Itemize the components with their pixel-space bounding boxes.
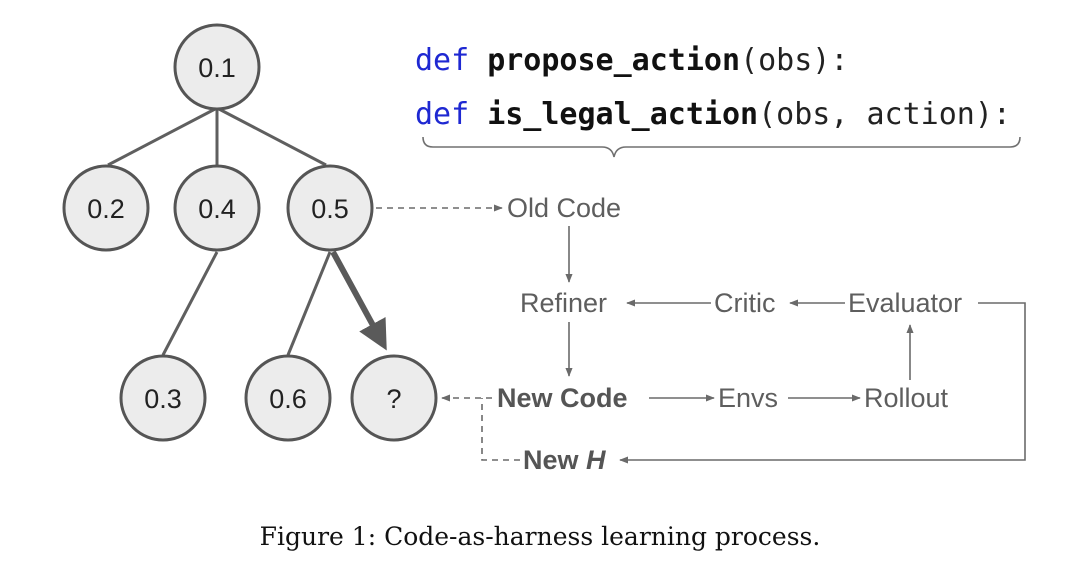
code-args: (obs): xyxy=(740,43,848,78)
label-old-code: Old Code xyxy=(507,193,621,223)
label-new-h-variable: H xyxy=(586,445,606,475)
node-label: 0.4 xyxy=(198,194,236,224)
node-label: 0.3 xyxy=(144,384,182,414)
code-underbrace xyxy=(422,136,1021,158)
label-new-h: New H xyxy=(523,445,606,475)
node-label: 0.6 xyxy=(269,384,307,414)
code-line-is-legal-action: def is_legal_action(obs, action): xyxy=(415,97,1011,132)
edge-root-left xyxy=(107,106,218,167)
tree-node-left: 0.2 xyxy=(62,164,150,252)
tree-node-right: 0.5 xyxy=(286,164,374,252)
node-label: 0.5 xyxy=(311,194,349,224)
node-label: ? xyxy=(386,384,401,414)
edge-05-new-arrow xyxy=(330,250,387,351)
edge-04-03 xyxy=(161,251,219,356)
node-label: 0.1 xyxy=(198,53,236,83)
label-envs: Envs xyxy=(718,383,778,413)
label-new-code: New Code xyxy=(497,383,628,413)
node-label: 0.2 xyxy=(87,194,125,224)
arrow-evaluator-to-new-h xyxy=(619,302,1026,464)
code-function-name: is_legal_action xyxy=(487,97,758,132)
figure-caption: Figure 1: Code-as-harness learning proce… xyxy=(260,522,821,551)
label-refiner: Refiner xyxy=(520,288,607,318)
tree-node-leaf-1: 0.3 xyxy=(119,354,207,442)
edge-05-06 xyxy=(286,251,332,356)
tree-node-leaf-2: 0.6 xyxy=(244,354,332,442)
code-function-name: propose_action xyxy=(487,43,740,78)
edge-root-right xyxy=(216,106,327,167)
code-args: (obs, action): xyxy=(758,97,1011,132)
tree-node-new: ? xyxy=(350,354,438,442)
tree-edges xyxy=(107,106,387,356)
tree-node-mid: 0.4 xyxy=(173,164,261,252)
label-rollout: Rollout xyxy=(864,383,949,413)
label-new-h-prefix: New xyxy=(523,445,586,475)
code-keyword: def xyxy=(415,43,469,78)
code-keyword: def xyxy=(415,97,469,132)
tree-node-root: 0.1 xyxy=(173,23,261,111)
label-evaluator: Evaluator xyxy=(848,288,962,318)
arrow-new-h-to-node xyxy=(481,398,520,461)
code-line-propose-action: def propose_action(obs): xyxy=(415,43,848,78)
label-critic: Critic xyxy=(714,288,776,318)
